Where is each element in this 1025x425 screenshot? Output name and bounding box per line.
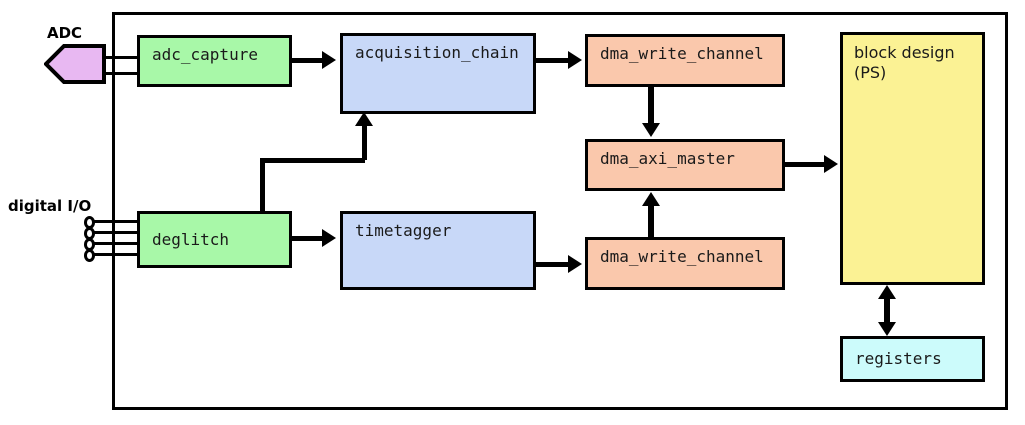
node-deglitch[interactable]: deglitch (137, 211, 292, 268)
edge-timetagger-to-dma-write-bottom (536, 262, 570, 267)
node-registers[interactable]: registers (840, 336, 985, 382)
node-deglitch-label: deglitch (152, 229, 230, 249)
edge-dma-write-top-to-axi-master-arrowhead (642, 123, 660, 137)
edge-dma-write-bottom-to-axi-master (648, 204, 654, 238)
adc-bus-line-2 (102, 72, 138, 75)
edge-deglitch-to-timetagger (292, 236, 324, 241)
edge-dma-write-top-to-axi-master (648, 87, 654, 125)
node-adc-capture[interactable]: adc_capture (137, 35, 292, 87)
adc-bus-line-1 (102, 56, 138, 59)
node-block-design[interactable]: block design (PS) (840, 32, 985, 285)
edge-acquisition-chain-to-dma-write-top-arrowhead (568, 51, 582, 69)
edge-deglitch-to-acquisition-chain-seg-rise (362, 124, 367, 160)
edge-axi-master-to-block-design-arrowhead (824, 155, 838, 173)
adc-icon (44, 44, 106, 84)
node-acquisition-chain[interactable]: acquisition_chain (340, 33, 536, 114)
node-registers-label: registers (855, 349, 942, 368)
node-dma-axi-master[interactable]: dma_axi_master (585, 139, 785, 191)
fpga-boundary (112, 12, 1008, 410)
digital-io-lane-2 (93, 231, 139, 234)
edge-block-design-registers-arrowhead-down (878, 322, 896, 336)
node-timetagger[interactable]: timetagger (340, 211, 536, 290)
digital-io-lane-3 (93, 242, 139, 245)
digital-io-lane-1 (93, 220, 139, 223)
adc-port-label: ADC (47, 24, 83, 42)
edge-deglitch-to-timetagger-arrowhead (322, 229, 336, 247)
edge-deglitch-to-acquisition-chain-arrowhead (355, 112, 373, 126)
node-dma-write-channel-bottom[interactable]: dma_write_channel (585, 237, 785, 290)
edge-axi-master-to-block-design (785, 162, 827, 167)
digital-io-lane-4 (93, 253, 139, 256)
edge-adc-capture-to-acquisition-chain (292, 58, 324, 63)
edge-acquisition-chain-to-dma-write-top (536, 58, 570, 63)
edge-adc-capture-to-acquisition-chain-arrowhead (322, 51, 336, 69)
digital-io-port-label: digital I/O (8, 197, 92, 215)
edge-deglitch-to-acquisition-chain-seg-right (260, 158, 365, 163)
node-dma-write-channel-top[interactable]: dma_write_channel (585, 34, 785, 87)
edge-dma-write-bottom-to-axi-master-arrowhead (642, 192, 660, 206)
edge-block-design-registers-arrowhead-up (878, 285, 896, 299)
edge-block-design-registers (884, 296, 890, 324)
edge-timetagger-to-dma-write-bottom-arrowhead (568, 255, 582, 273)
edge-deglitch-to-acquisition-chain-seg-up (260, 158, 265, 213)
